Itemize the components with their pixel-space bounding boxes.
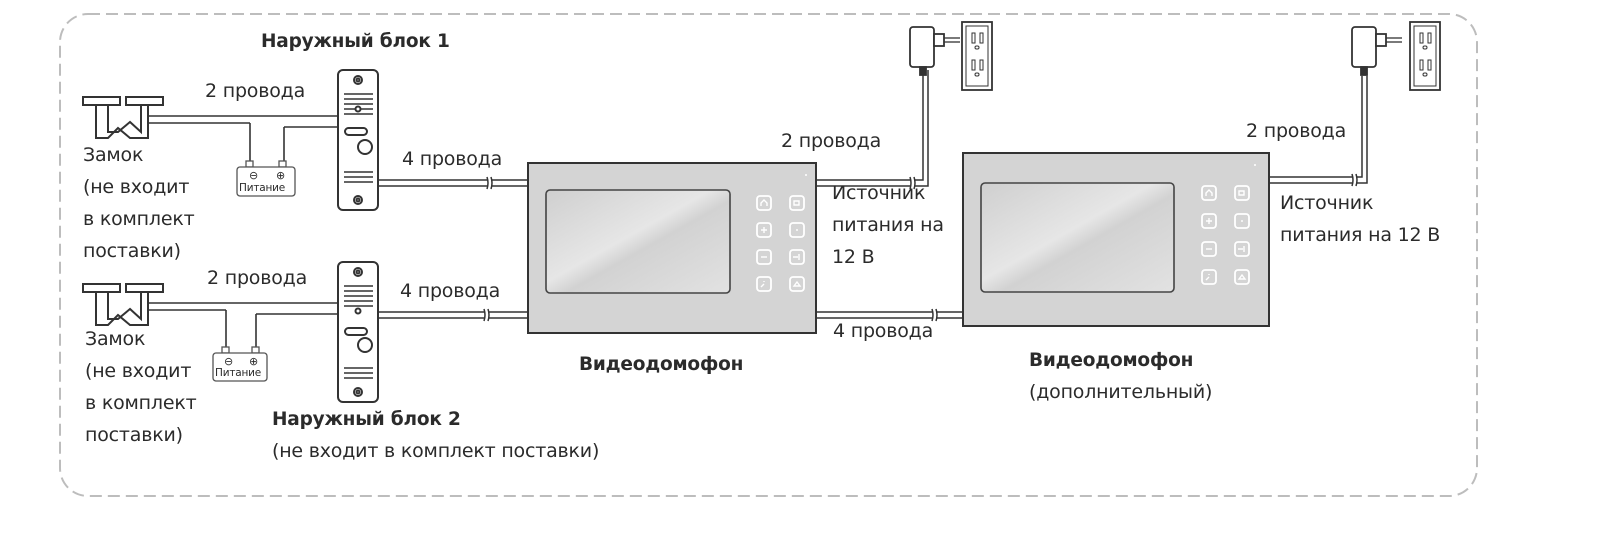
battery-2-label: Питание (215, 367, 262, 379)
wire-label-unit2: 4 провода (400, 280, 501, 302)
lock-2-icon (82, 283, 164, 326)
battery-2-icon (212, 346, 268, 382)
photo-button-icon (1234, 269, 1250, 285)
battery-1-icon (236, 160, 296, 197)
home-glyph-icon (1205, 189, 1213, 196)
psu-2-label-1: Источник (1280, 192, 1374, 214)
monitor-main-title: Видеодомофон (579, 354, 744, 375)
monitor-main-icon (527, 162, 817, 334)
intercom-glyph-icon (760, 281, 765, 288)
power-adapter-1-icon (909, 26, 960, 76)
psu-1-label-1: Источник (832, 182, 926, 204)
home-glyph-icon (760, 199, 768, 206)
intercom-button-icon (756, 276, 772, 292)
lock-1-wires (148, 115, 337, 164)
wire-label-adapter2: 2 провода (1246, 120, 1347, 142)
unlock-button-icon (1234, 241, 1250, 257)
lock-1-note-1: (не входит (83, 176, 190, 198)
monitor-extra-subtitle: (дополнительный) (1029, 381, 1213, 403)
lock-2-label: Замок (85, 328, 146, 350)
minus-button-icon (756, 249, 772, 265)
lock-2-wires (148, 302, 337, 350)
photo-glyph-icon (792, 280, 802, 287)
record-button-icon (1234, 185, 1250, 201)
cable-monitor-monitor2 (816, 308, 963, 322)
battery-2-minus: ⊖ (224, 355, 234, 368)
monitor-extra-title: Видеодомофон (1029, 350, 1194, 371)
record-glyph-icon (793, 200, 800, 206)
dot-button-icon (1234, 213, 1250, 229)
home-button-icon (756, 195, 772, 211)
record-button-icon (789, 195, 805, 211)
photo-button-icon (789, 276, 805, 292)
plus-button-icon (756, 222, 772, 238)
lock-1-note-2: в комплект (83, 208, 195, 230)
wire-label-monitor2: 4 провода (833, 320, 934, 342)
unlock-glyph-icon (793, 254, 800, 260)
battery-1-label: Питание (239, 182, 286, 194)
lock-1-note-3: поставки) (83, 240, 181, 262)
lock-2-note-1: (не входит (85, 360, 192, 382)
outdoor-unit-1-icon (337, 69, 379, 211)
battery-1-plus: ⊕ (276, 169, 286, 182)
battery-2-plus: ⊕ (249, 355, 259, 368)
home-button-icon (1201, 185, 1217, 201)
plus-button-icon (1201, 213, 1217, 229)
plus-glyph-icon (761, 227, 767, 233)
intercom-glyph-icon (1205, 274, 1210, 281)
outdoor-unit-2-icon (337, 261, 379, 403)
monitor-main-buttons (756, 195, 805, 292)
cable-unit2-monitor (378, 308, 528, 322)
lock-1-icon (82, 96, 164, 139)
wire-label-lock1: 2 провода (205, 80, 306, 102)
record-glyph-icon (1238, 190, 1245, 196)
monitor-extra-icon (962, 152, 1270, 327)
dot-button-icon (789, 222, 805, 238)
cable-monitor-adapter1 (816, 70, 929, 190)
wall-outlet-1-icon (961, 21, 993, 91)
outdoor-unit-1-title: Наружный блок 1 (261, 31, 450, 52)
outdoor-unit-2-note: (не входит в комплект поставки) (272, 440, 600, 462)
dashed-frame (59, 13, 1478, 497)
power-adapter-2-icon (1351, 26, 1402, 76)
wire-label-adapter1: 2 провода (781, 130, 882, 152)
unlock-button-icon (789, 249, 805, 265)
intercom-button-icon (1201, 269, 1217, 285)
wall-outlet-2-icon (1409, 21, 1441, 91)
battery-1-minus: ⊖ (249, 169, 259, 182)
outdoor-unit-2-title: Наружный блок 2 (272, 409, 461, 430)
lock-2-note-2: в комплект (85, 392, 197, 414)
lock-2-note-3: поставки) (85, 424, 183, 446)
monitor-extra-buttons (1201, 185, 1250, 285)
psu-2-label-2: питания на 12 В (1280, 224, 1441, 246)
cable-monitor2-adapter2 (1269, 76, 1368, 187)
minus-button-icon (1201, 241, 1217, 257)
wire-label-lock2: 2 провода (207, 267, 308, 289)
plus-glyph-icon (1206, 218, 1212, 224)
unlock-glyph-icon (1238, 246, 1245, 252)
cable-unit1-monitor (378, 176, 528, 190)
lock-1-label: Замок (83, 144, 144, 166)
psu-1-label-3: 12 В (832, 246, 875, 268)
psu-1-label-2: питания на (832, 214, 944, 236)
wire-label-unit1: 4 провода (402, 148, 503, 170)
photo-glyph-icon (1237, 273, 1247, 280)
